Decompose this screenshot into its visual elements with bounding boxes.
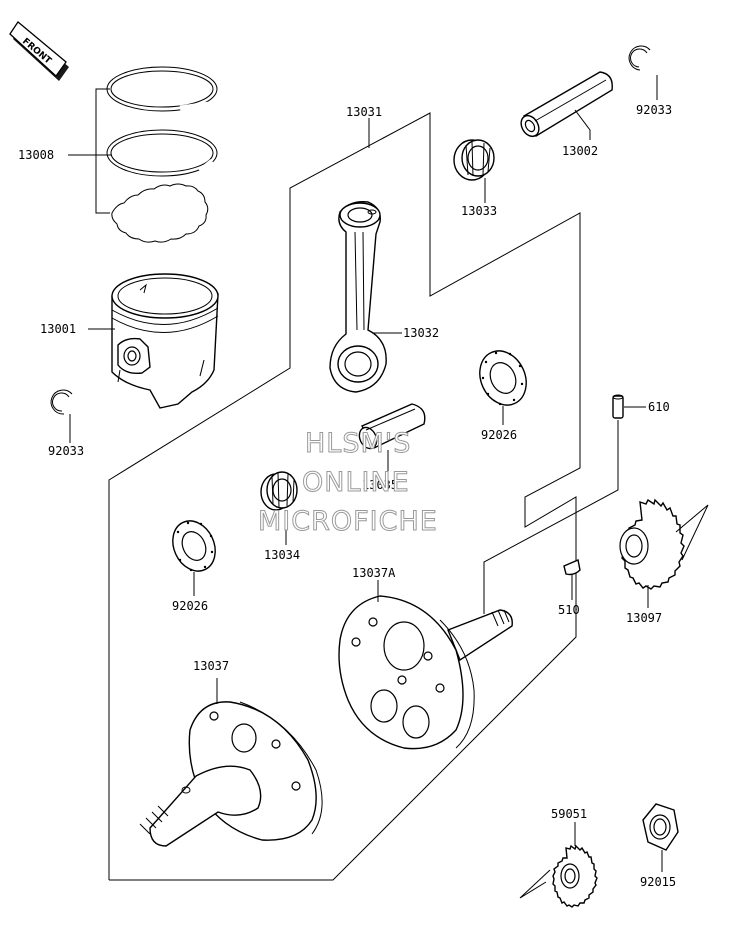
leader-13002 (574, 109, 591, 140)
needle-bearing-small-end (453, 139, 495, 181)
connecting-rod (329, 201, 387, 393)
piston-ring-expander (111, 183, 209, 243)
balancer-drive-gear (552, 844, 598, 908)
front-arrow-icon: FRONT (9, 21, 69, 81)
label-610: 610 (648, 400, 670, 414)
label-92026-right: 92026 (481, 428, 517, 442)
dowel-pin (612, 394, 624, 419)
gear-arrow-lines (675, 504, 709, 561)
label-59051: 59051 (551, 807, 587, 821)
leader-610-assembly (483, 420, 619, 614)
label-13037: 13037 (193, 659, 229, 673)
label-13032: 13032 (403, 326, 439, 340)
piston-ring-second (106, 129, 218, 177)
label-13037A: 13037A (352, 566, 396, 580)
crankshaft-right-half (338, 595, 513, 750)
thrust-washer-left (172, 520, 216, 572)
label-13008: 13008 (18, 148, 54, 162)
watermark-line3: MICROFICHE (258, 506, 438, 537)
leader-13008 (95, 88, 110, 214)
flange-nut (642, 803, 679, 851)
label-13097: 13097 (626, 611, 662, 625)
label-13002: 13002 (562, 144, 598, 158)
needle-bearing-big-end (260, 471, 298, 511)
piston-ring-top (106, 66, 218, 112)
crankshaft-left-half (139, 701, 323, 847)
gear-arrow-lines-lower (519, 869, 551, 899)
label-92033-right: 92033 (636, 103, 672, 117)
crankshaft-gear (619, 498, 685, 590)
assembly-boundary (108, 112, 581, 881)
label-13001: 13001 (40, 322, 76, 336)
circlip-right (628, 45, 651, 71)
watermark-line1: HLSM'S (305, 428, 411, 459)
label-92015: 92015 (640, 875, 676, 889)
piston-pin (520, 71, 613, 138)
circlip-left (50, 389, 73, 415)
label-13034: 13034 (264, 548, 300, 562)
watermark: HLSM'S ONLINE MICROFICHE (258, 428, 438, 538)
label-510: 510 (558, 603, 580, 617)
label-13033: 13033 (461, 204, 497, 218)
label-92026-left: 92026 (172, 599, 208, 613)
crank-pin (358, 403, 426, 450)
label-13031: 13031 (346, 105, 382, 119)
watermark-line2: ONLINE (302, 467, 410, 498)
piston (111, 273, 219, 409)
label-13035: 13035 (362, 478, 398, 492)
woodruff-key (563, 559, 581, 576)
label-92033-left: 92033 (48, 444, 84, 458)
thrust-washer-right (479, 350, 527, 406)
